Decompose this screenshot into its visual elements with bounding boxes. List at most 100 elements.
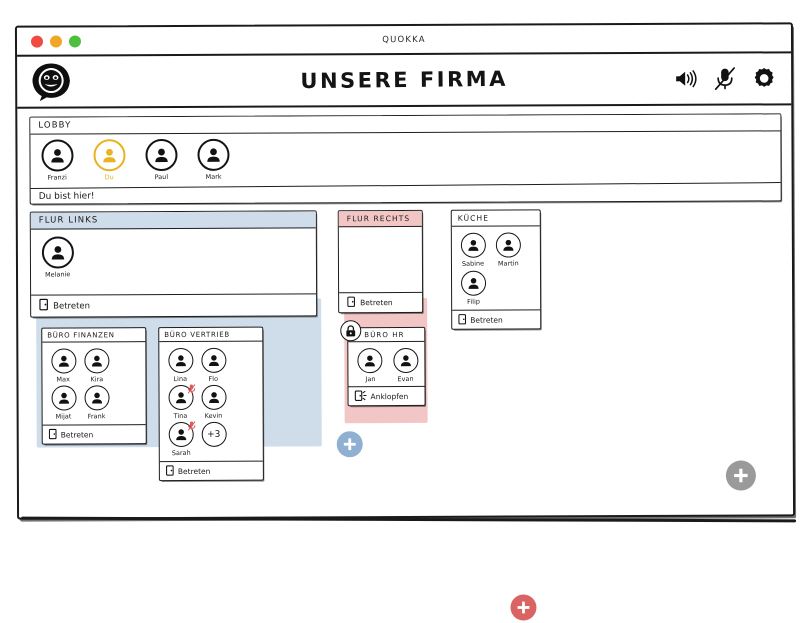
avatar [93,139,126,172]
microphone-muted-icon [187,420,196,431]
room-label: KÜCHE [451,210,540,227]
avatar [50,348,76,374]
room-people: Max Kira [42,342,145,424]
flur-links-room[interactable]: FLUR LINKS Melanie [29,210,318,318]
room-person[interactable]: Mijat [48,385,78,421]
avatar [168,420,196,448]
microphone-muted-icon[interactable] [712,66,738,92]
lobby-people: Franzi Du Paul [30,131,780,186]
flur-person[interactable]: Melanie [40,236,76,279]
gear-icon[interactable] [751,65,777,91]
lobby-person[interactable]: Mark [195,138,231,182]
room-person[interactable]: Martin [493,232,523,268]
lobby-person[interactable]: Paul [143,138,179,182]
avatar [357,348,383,374]
person-name: Jan [365,375,376,384]
room-person[interactable]: Jan [355,348,385,383]
room-buro-finanzen-wrap: BÜRO FINANZEN Max [41,327,147,481]
lobby-room[interactable]: LOBBY Franzi Du [29,113,782,205]
person-name: Lina [173,374,188,384]
room-person[interactable]: Sabine [458,232,488,268]
person-name: Kira [89,375,103,384]
window-titlebar: QUOKKA [16,24,792,57]
person-name: Evan [397,374,414,384]
flur-rechts-enter-button[interactable]: Betreten [339,291,423,313]
enter-label: Betreten [360,298,393,308]
avatar [50,385,77,411]
add-floor-button[interactable] [725,460,756,491]
room-buro-hr[interactable]: BÜRO HR Jan [347,326,426,407]
room-overflow-count: +3 [201,421,227,447]
avatar [41,236,74,269]
quokka-logo-icon [29,59,73,103]
flur-rechts-label: FLUR RECHTS [338,210,422,228]
room-label: BÜRO FINANZEN [42,328,146,343]
room-person[interactable]: Lina [165,347,195,384]
avatar [200,384,227,410]
knock-label: Anklopfen [370,391,409,401]
enter-label: Betreten [177,466,211,476]
door-icon [48,428,57,441]
avatar [495,232,521,258]
room-people: Jan Evan [348,342,424,386]
microphone-muted-icon [187,383,196,394]
avatar [167,383,196,411]
room-person[interactable]: Kira [81,348,111,384]
app-header: UNSERE FIRMA [17,53,792,109]
room-person[interactable]: Sarah [166,420,196,458]
person-name: Sarah [171,448,191,458]
door-icon [39,298,48,314]
lobby-person-self[interactable]: Du [91,139,127,181]
room-person[interactable]: Kevin [198,384,228,420]
enter-label: Betreten [60,429,94,440]
person-name: Flo [208,374,219,383]
person-name: Mijat [55,412,72,421]
zone-flur-rechts: FLUR RECHTS Betreten [337,209,434,424]
room-people: Lina Flo [159,342,263,461]
room-label: BÜRO VERTRIEB [159,327,263,343]
lobby-person[interactable]: Franzi [39,139,75,182]
header-actions [673,65,777,91]
avatar [393,347,419,374]
room-knock-button[interactable]: Anklopfen [348,385,425,406]
room-person[interactable]: Filip [458,270,488,306]
room-people: Sabine Martin [452,226,540,309]
person-name: Paul [154,172,169,182]
avatar [200,347,226,373]
speaker-icon[interactable] [673,66,699,92]
room-enter-button[interactable]: Betreten [159,460,263,481]
room-person[interactable]: Tina [165,383,196,420]
room-overflow[interactable]: +3 [199,421,229,457]
app-name-label: QUOKKA [382,34,426,45]
room-person[interactable]: Evan [391,347,421,384]
avatar [83,385,110,411]
add-room-blue-button[interactable] [336,431,363,458]
flur-links-enter-button[interactable]: Betreten [31,293,317,317]
avatar [197,138,230,171]
flur-links-people: Melanie [31,228,316,294]
door-icon [347,296,355,309]
person-name: Mark [205,172,222,182]
room-buro-vertrieb[interactable]: BÜRO VERTRIEB Lina [158,326,264,482]
zone-kueche: KÜCHE Sabine [450,209,544,330]
zone-flur-links: FLUR LINKS Melanie [29,210,322,482]
avatar [145,138,178,172]
room-kueche[interactable]: KÜCHE Sabine [450,209,542,330]
enter-label: Betreten [53,300,91,312]
room-buro-hr-wrap: BÜRO HR Jan [340,320,426,407]
room-person[interactable]: Frank [81,385,111,421]
knock-door-icon [354,389,367,403]
flur-rechts-room[interactable]: FLUR RECHTS Betreten [337,209,424,314]
flur-links-label: FLUR LINKS [30,211,316,230]
enter-label: Betreten [470,315,503,325]
add-room-red-button[interactable] [510,594,537,621]
room-enter-button[interactable]: Betreten [42,424,146,444]
room-person[interactable]: Flo [198,347,228,383]
room-person[interactable]: Max [48,348,78,384]
avatar [460,232,486,258]
avatar [460,270,486,296]
app-content: LOBBY Franzi Du [17,105,793,621]
room-buro-finanzen[interactable]: BÜRO FINANZEN Max [41,327,147,445]
person-name: Filip [466,297,480,306]
room-enter-button[interactable]: Betreten [452,309,541,329]
